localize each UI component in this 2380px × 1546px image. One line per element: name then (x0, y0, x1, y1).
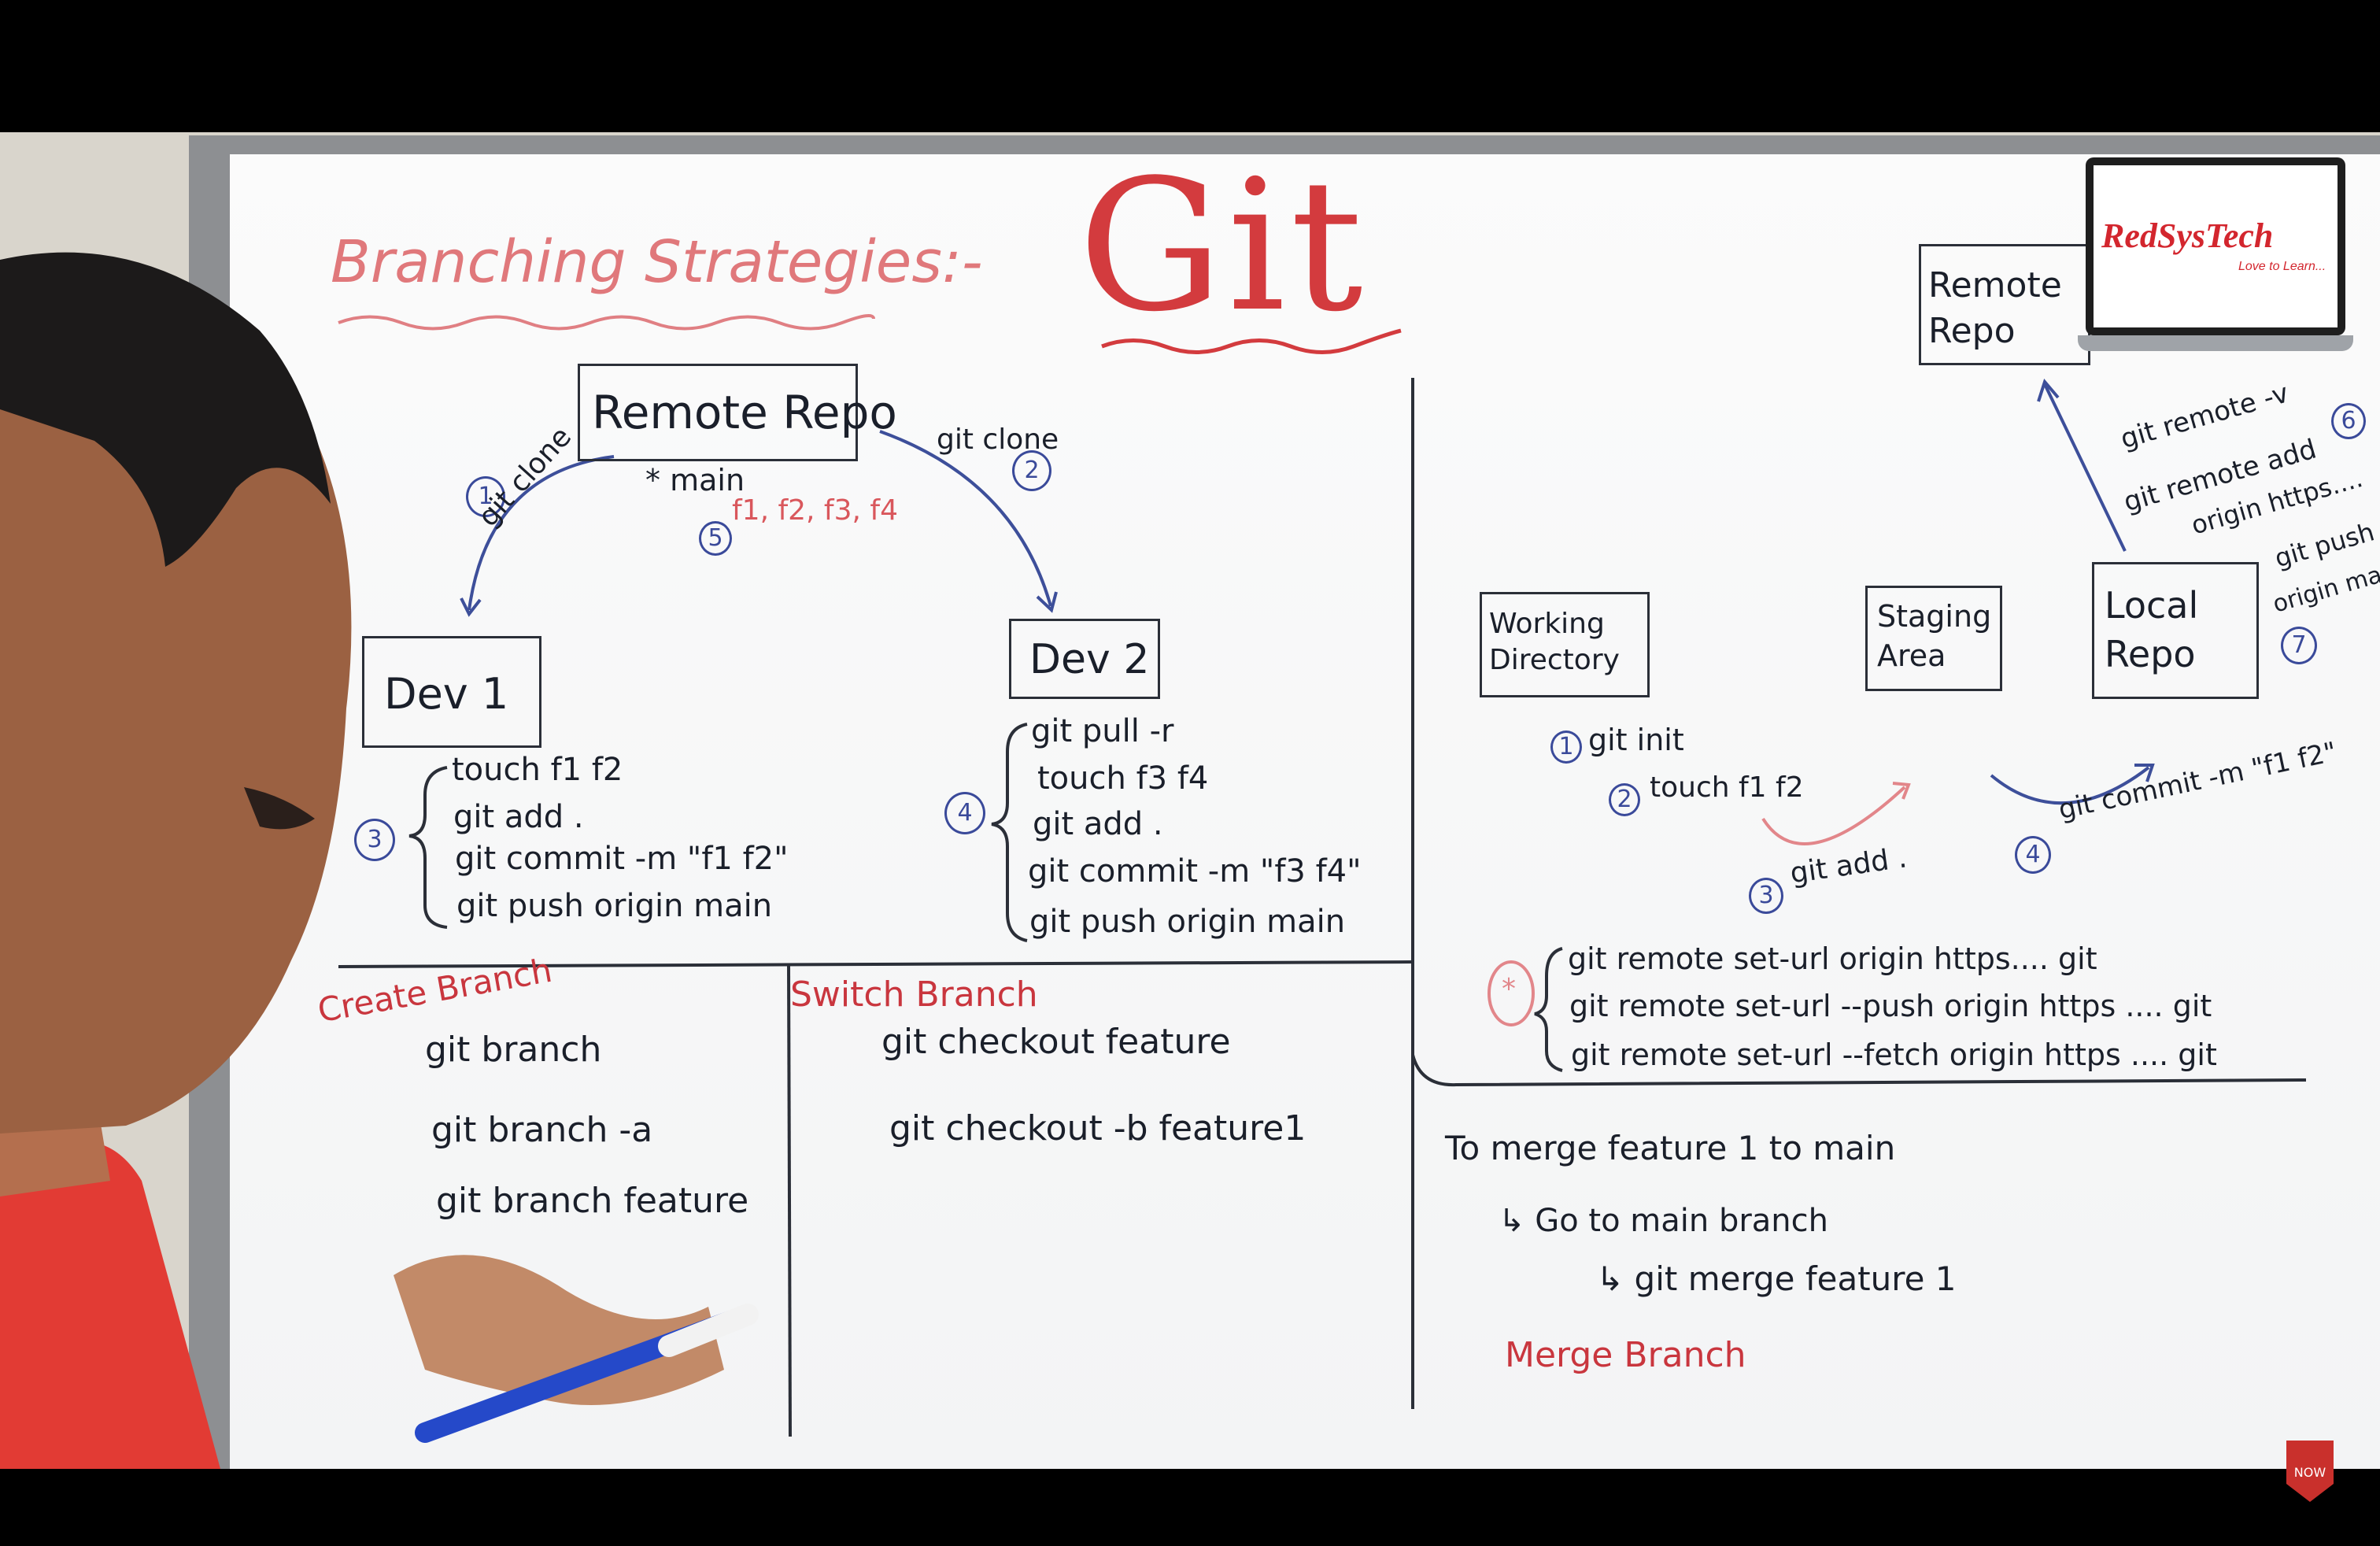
merge-branch-heading: Merge Branch (1505, 1335, 1746, 1375)
remote-repo-box (578, 364, 858, 461)
remote-repo-right-label: Remote Repo (1928, 265, 2062, 351)
letterbox-bottom (0, 1469, 2380, 1546)
dev1-label: Dev 1 (384, 669, 509, 719)
brand-tagline: Love to Learn... (2238, 260, 2326, 273)
git-clone-right-label: git clone (937, 423, 1059, 456)
set-url-line-1: git remote set-url origin https.... git (1568, 941, 2097, 976)
dev2-command-5: git push origin main (1029, 904, 1346, 940)
branching-heading: Branching Strategies:- (331, 228, 983, 296)
dev2-label: Dev 2 (1029, 636, 1150, 683)
subscribe-icon: NOW (2286, 1441, 2334, 1502)
set-url-line-2: git remote set-url --push origin https .… (1569, 989, 2212, 1023)
step-2-right-badge: 2 (1609, 783, 1640, 816)
dev2-command-2: touch f3 f4 (1037, 760, 1209, 797)
merge-step-b: ↳ git merge feature 1 (1596, 1259, 1957, 1298)
dev2-command-1: git pull -r (1031, 713, 1174, 749)
files-label: f1, f2, f3, f4 (732, 494, 898, 527)
redsystech-logo: RedSysTech Love to Learn... (2078, 157, 2353, 362)
step-3-badge: 3 (354, 819, 395, 861)
dev1-command-3: git commit -m "f1 f2" (455, 841, 789, 877)
switch-branch-command-1: git checkout feature (881, 1022, 1231, 1062)
set-url-badge: * (1502, 973, 1516, 1005)
subscribe-button[interactable]: NOW (2282, 1441, 2338, 1503)
step-4-badge: 4 (944, 792, 985, 834)
staging-area-label: Staging Area (1877, 599, 1992, 673)
whiteboard (230, 154, 2380, 1469)
step-2-badge: 2 (1012, 450, 1051, 491)
dev2-command-4: git commit -m "f3 f4" (1028, 853, 1362, 890)
svg-text:NOW: NOW (2294, 1465, 2326, 1480)
switch-branch-heading: Switch Branch (790, 975, 1038, 1015)
presenter-image (0, 252, 759, 1469)
working-directory-box (1480, 592, 1650, 697)
create-branch-command-2: git branch -a (431, 1110, 653, 1150)
git-init-label: git init (1588, 723, 1684, 757)
set-url-line-3: git remote set-url --fetch origin https … (1571, 1037, 2217, 1072)
step-7-badge: 7 (2281, 627, 2317, 664)
step-5-badge: 5 (699, 521, 732, 556)
step-3-right-badge: 3 (1749, 878, 1783, 914)
local-repo-label: Local Repo (2105, 584, 2199, 675)
dev1-command-1: touch f1 f2 (452, 752, 623, 788)
staging-area-box (1865, 586, 2002, 691)
dev2-box (1009, 619, 1160, 699)
letterbox-top (0, 0, 2380, 132)
step-6-badge: 6 (2331, 403, 2366, 439)
create-branch-command-3: git branch feature (436, 1181, 749, 1221)
create-branch-command-1: git branch (425, 1030, 602, 1070)
step-4-right-badge: 4 (2015, 836, 2051, 874)
dev1-command-4: git push origin main (456, 888, 773, 924)
dev1-box (362, 636, 541, 748)
brand-name: RedSysTech (2101, 216, 2274, 255)
touch-f1-f2-label: touch f1 f2 (1650, 771, 1804, 804)
step-1-right-badge: 1 (1550, 730, 1582, 764)
board-title: Git (1078, 142, 1368, 352)
switch-branch-command-2: git checkout -b feature1 (889, 1108, 1306, 1148)
merge-step-a: ↳ Go to main branch (1499, 1203, 1828, 1239)
step-1-badge: 1 (466, 476, 505, 517)
dev1-command-2: git add . (453, 799, 584, 835)
main-branch-label: * main (645, 463, 745, 497)
remote-repo-label: Remote Repo (592, 386, 897, 439)
dev2-command-3: git add . (1033, 806, 1163, 842)
working-directory-label: Working Directory (1489, 608, 1620, 676)
merge-intro: To merge feature 1 to main (1445, 1129, 1896, 1167)
local-repo-box (2092, 562, 2259, 699)
